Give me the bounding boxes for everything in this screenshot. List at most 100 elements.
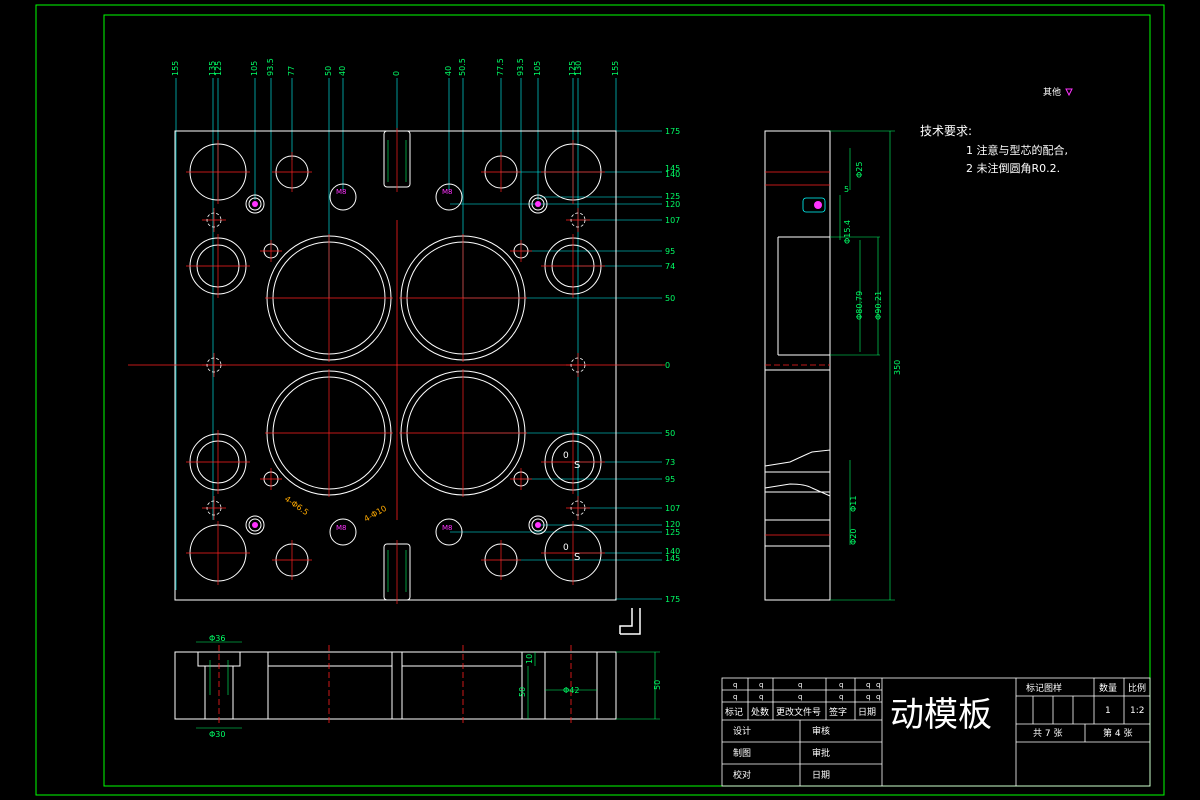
mark-stage-label: 标记图样 xyxy=(1026,682,1062,694)
plate-outline xyxy=(174,130,617,601)
top-dim-13: 105 xyxy=(533,61,542,76)
mag-label-1: M8 xyxy=(442,188,453,196)
rev-header-count: 处数 xyxy=(751,706,769,718)
signoff-check: 校对 xyxy=(733,769,751,781)
signoff-date: 日期 xyxy=(812,770,830,781)
rev-cell: q xyxy=(733,681,737,689)
rev-cell: q xyxy=(839,681,843,689)
side-dim-4: Φ90.21 xyxy=(874,291,883,320)
rev-cell: q xyxy=(866,693,870,701)
top-dim-16: 155 xyxy=(611,61,620,76)
signoff-design: 设计 xyxy=(733,725,751,737)
top-dim-labels: 155 135 125 105 93.5 77 50 40 0 40 50.5 … xyxy=(171,58,620,76)
top-dim-5: 77 xyxy=(287,66,296,76)
right-dim-10: 50 xyxy=(665,429,675,438)
side-dim-6: Φ11 xyxy=(849,496,858,512)
top-dim-4: 93.5 xyxy=(266,58,275,76)
side-dim-0: Φ25 xyxy=(855,162,864,178)
right-dim-15: 125 xyxy=(665,528,680,537)
top-dim-15: 130 xyxy=(574,61,583,76)
rev-cell: q xyxy=(876,681,880,689)
rev-header-mark: 标记 xyxy=(725,706,743,718)
top-dim-10: 50.5 xyxy=(458,58,467,76)
inner-frame xyxy=(103,14,1151,787)
top-dim-1: 135 xyxy=(208,61,217,76)
rev-header-sign: 签字 xyxy=(829,706,847,718)
side-dim-5: 350 xyxy=(893,360,902,375)
rev-header-date: 日期 xyxy=(858,707,876,718)
qty-label: 数量 xyxy=(1099,682,1117,694)
cavity-centers xyxy=(265,234,527,497)
label-s-1: S xyxy=(574,460,580,471)
tech-req-heading: 技术要求: xyxy=(920,124,972,138)
top-dim-0: 155 xyxy=(171,61,180,76)
right-dim-1: 145 xyxy=(665,164,680,173)
right-dim-5: 107 xyxy=(665,216,680,225)
guide-holes xyxy=(189,143,602,582)
sheet-number: 第 4 张 xyxy=(1103,727,1132,739)
top-dim-7: 40 xyxy=(338,66,347,76)
magenta-labels: M8 M8 M8 M8 xyxy=(336,188,453,532)
top-dim-6: 50 xyxy=(324,66,333,76)
hidden-holes xyxy=(206,212,586,516)
qty-value: 1 xyxy=(1105,706,1111,716)
label-s-2: S xyxy=(574,552,580,563)
right-dim-2: 140 xyxy=(665,170,680,179)
bottom-thread xyxy=(196,641,660,729)
side-dim-2: Φ15.4 xyxy=(843,220,852,244)
rev-cell: q xyxy=(839,693,843,701)
tech-req-item-1: 1 注意与型芯的配合, xyxy=(966,143,1068,157)
right-dim-18: 175 xyxy=(665,595,680,604)
right-dim-0: 175 xyxy=(665,127,680,136)
right-dim-16: 140 xyxy=(665,547,680,556)
top-leaders xyxy=(175,78,617,590)
right-dim-6: 95 xyxy=(665,247,675,256)
mag-label-0: M8 xyxy=(336,188,347,196)
bottom-view xyxy=(174,651,617,720)
side-pin-marker xyxy=(814,201,822,209)
side-dim-7: Φ20 xyxy=(849,529,858,545)
right-dim-14: 120 xyxy=(665,520,680,529)
rev-cell: q xyxy=(798,693,802,701)
bottom-dim-2: 10 xyxy=(525,654,534,664)
scale-value: 1:2 xyxy=(1130,706,1144,716)
bottom-dim-0: Φ36 xyxy=(209,634,225,643)
top-dim-2: 125 xyxy=(214,61,223,76)
right-dim-8: 50 xyxy=(665,294,675,303)
corner-mark xyxy=(619,608,641,635)
title-block xyxy=(721,677,1151,787)
mag-label-2: M8 xyxy=(336,524,347,532)
right-dim-12: 95 xyxy=(665,475,675,484)
right-dim-11: 73 xyxy=(665,458,675,467)
bottom-dim-1: Φ30 xyxy=(209,730,225,739)
rev-cell: q xyxy=(759,693,763,701)
bottom-dim-3: 50 xyxy=(518,687,527,697)
rev-row-2: q q q q q q xyxy=(733,693,880,701)
right-dim-9: 0 xyxy=(665,361,670,370)
outer-frame xyxy=(35,4,1165,796)
slot-hatch xyxy=(387,140,407,592)
bottom-dim-4: Φ42 xyxy=(563,686,579,695)
rev-header-doc: 更改文件号 xyxy=(776,706,821,718)
rev-cell: q xyxy=(733,693,737,701)
top-dim-11: 77.5 xyxy=(496,58,505,76)
rev-cell: q xyxy=(866,681,870,689)
side-hatch xyxy=(765,171,830,536)
hole-crosses xyxy=(186,140,605,585)
right-dim-labels: 175 145 140 125 120 107 95 74 50 0 50 73… xyxy=(665,127,680,604)
right-dim-7: 74 xyxy=(665,262,675,271)
rev-row-1: q q q q q q xyxy=(733,681,880,689)
right-dim-3: 125 xyxy=(665,192,680,201)
signoff-rows: 设计 审核 制图 审批 校对 日期 xyxy=(733,725,830,781)
mag-label-3: M8 xyxy=(442,524,453,532)
top-dim-14: 125 xyxy=(568,61,577,76)
right-dim-17: 145 xyxy=(665,554,680,563)
side-dims xyxy=(830,130,895,601)
scale-label: 比例 xyxy=(1128,682,1146,694)
top-dim-8: 0 xyxy=(392,71,401,76)
signoff-approve: 审批 xyxy=(812,747,830,759)
signoff-review: 审核 xyxy=(812,725,830,737)
top-dim-9: 40 xyxy=(444,66,453,76)
rev-headers: 标记 处数 更改文件号 签字 日期 xyxy=(725,706,876,718)
